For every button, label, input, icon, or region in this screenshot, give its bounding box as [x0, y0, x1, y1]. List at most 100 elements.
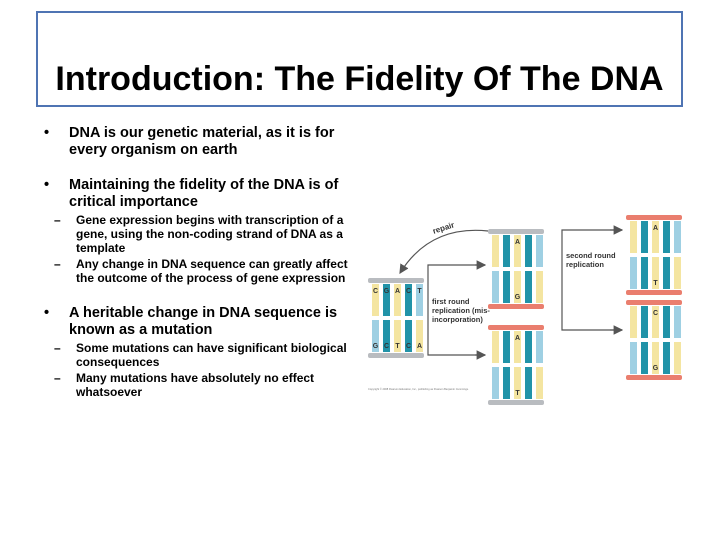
mid-bottom-base-top-4 [536, 331, 543, 363]
title-box: Introduction: The Fidelity Of The DNA [36, 11, 683, 107]
mid-bottom-top-letter-2: A [515, 335, 520, 342]
mid-bottom-base-bottom-2 [514, 367, 521, 399]
process-arrows [399, 225, 624, 360]
dna-second-round-bottom: CG [626, 300, 682, 380]
dna-second-round-top: AT [626, 215, 682, 295]
mid-top-base-bottom-3 [525, 271, 532, 303]
mid-top-base-bottom-4 [536, 271, 543, 303]
mid-top-base-bottom-0 [492, 271, 499, 303]
parent-bottom-letter-2: T [395, 343, 400, 350]
right-top-top-backbone [626, 215, 682, 220]
parent-base-bottom-3 [405, 320, 412, 352]
right-top-base-bottom-0 [630, 257, 637, 289]
right-bottom-base-bottom-3 [663, 342, 670, 374]
second-round-split [561, 229, 622, 331]
right-top-top-letter-2: A [653, 225, 658, 232]
bullet-3: A heritable change in DNA sequence is kn… [44, 305, 348, 339]
dna-first-round-top: AG [488, 229, 544, 309]
mid-bottom-bottom-backbone [488, 400, 544, 405]
first-round-split [427, 264, 485, 356]
repair-arrow [399, 229, 489, 275]
parent-top-letter-3: C [406, 288, 411, 295]
parent-base-top-2 [394, 284, 401, 316]
right-bottom-base-bottom-4 [674, 342, 681, 374]
mid-top-base-top-2 [514, 235, 521, 267]
mid-bottom-top-backbone [488, 325, 544, 330]
sub-bullet-2-1: Gene expression begins with transcriptio… [44, 213, 348, 255]
parent-top-backbone [368, 278, 424, 283]
slide-title: Introduction: The Fidelity Of The DNA [55, 60, 664, 98]
sub-bullet-3-1: Some mutations can have significant biol… [44, 341, 348, 369]
mid-top-base-bottom-2 [514, 271, 521, 303]
parent-base-bottom-1 [383, 320, 390, 352]
right-top-base-top-3 [663, 221, 670, 253]
mid-top-base-bottom-1 [503, 271, 510, 303]
mid-top-bottom-backbone [488, 304, 544, 309]
parent-bottom-letter-4: A [417, 343, 422, 350]
right-top-base-bottom-2 [652, 257, 659, 289]
right-bottom-top-backbone [626, 300, 682, 305]
right-bottom-bottom-backbone [626, 375, 682, 380]
parent-top-letter-2: A [395, 288, 400, 295]
second-round-label-1: second round [566, 251, 616, 260]
parent-top-letter-4: T [417, 288, 422, 295]
parent-top-letter-1: G [384, 288, 390, 295]
sub-bullet-2-2: Any change in DNA sequence can greatly a… [44, 257, 348, 285]
parent-base-top-4 [416, 284, 423, 316]
mid-bottom-base-bottom-1 [503, 367, 510, 399]
parent-top-letter-0: C [373, 288, 378, 295]
dna-first-round-bottom: AT [488, 325, 544, 405]
mid-bottom-base-bottom-4 [536, 367, 543, 399]
parent-base-bottom-4 [416, 320, 423, 352]
second-round-label-2: replication [566, 260, 604, 269]
bullet-2: Maintaining the fidelity of the DNA is o… [44, 177, 348, 211]
right-top-base-bottom-4 [674, 257, 681, 289]
mid-bottom-base-bottom-3 [525, 367, 532, 399]
parent-base-top-3 [405, 284, 412, 316]
parent-base-bottom-2 [394, 320, 401, 352]
right-top-base-bottom-1 [641, 257, 648, 289]
first-round-label-1: first round [432, 297, 470, 306]
right-top-base-top-0 [630, 221, 637, 253]
first-round-label-2: replication (mis- [432, 306, 490, 315]
right-bottom-base-top-0 [630, 306, 637, 338]
right-bottom-base-bottom-2 [652, 342, 659, 374]
mid-top-base-top-3 [525, 235, 532, 267]
mid-bottom-base-top-3 [525, 331, 532, 363]
bullet-list: DNA is our genetic material, as it is fo… [44, 125, 348, 401]
first-round-label-3: incorporation) [432, 315, 483, 324]
right-top-base-bottom-3 [663, 257, 670, 289]
parent-bottom-letter-1: C [384, 343, 389, 350]
parent-bottom-backbone [368, 353, 424, 358]
parent-base-bottom-0 [372, 320, 379, 352]
right-bottom-bottom-letter-2: G [653, 365, 659, 372]
right-bottom-base-top-1 [641, 306, 648, 338]
bullet-2-text: Maintaining the fidelity of the DNA is o… [69, 177, 339, 210]
mid-bottom-base-top-1 [503, 331, 510, 363]
parent-bottom-letter-3: C [406, 343, 411, 350]
right-bottom-base-bottom-0 [630, 342, 637, 374]
right-top-bottom-backbone [626, 290, 682, 295]
mid-bottom-base-top-2 [514, 331, 521, 363]
right-bottom-base-bottom-1 [641, 342, 648, 374]
right-bottom-base-top-3 [663, 306, 670, 338]
mid-top-bottom-letter-2: G [515, 294, 521, 301]
right-top-base-top-1 [641, 221, 648, 253]
mid-bottom-base-top-0 [492, 331, 499, 363]
right-top-base-top-2 [652, 221, 659, 253]
mid-bottom-base-bottom-0 [492, 367, 499, 399]
copyright-text: Copyright © 2008 Pearson Education, Inc.… [368, 387, 469, 391]
parent-base-top-1 [383, 284, 390, 316]
right-top-bottom-letter-2: T [653, 280, 658, 287]
right-top-base-top-4 [674, 221, 681, 253]
parent-bottom-letter-0: G [373, 343, 379, 350]
parent-base-top-0 [372, 284, 379, 316]
mid-top-base-top-4 [536, 235, 543, 267]
dna-replication-diagram: repair first round replication (mis- inc… [368, 215, 682, 405]
mid-top-top-backbone [488, 229, 544, 234]
mid-top-top-letter-2: A [515, 239, 520, 246]
mid-bottom-bottom-letter-2: T [515, 390, 520, 397]
mid-top-base-top-1 [503, 235, 510, 267]
bullet-1: DNA is our genetic material, as it is fo… [44, 125, 348, 159]
